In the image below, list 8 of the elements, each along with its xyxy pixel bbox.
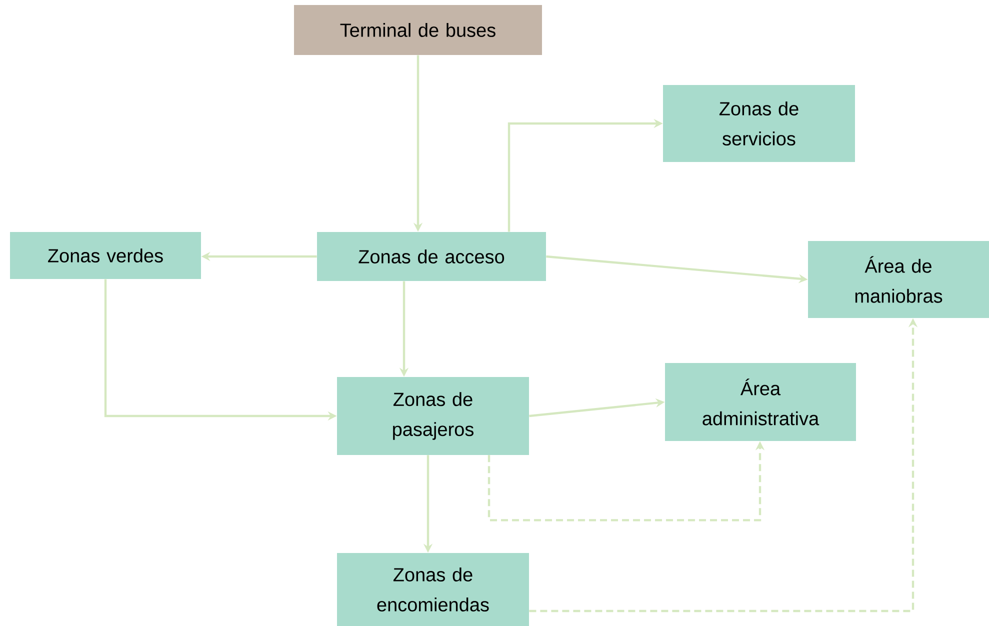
process-box: Zonas de encomiendas (337, 552, 529, 626)
process-box: Zonas verdes (10, 232, 201, 279)
process-box: Zonas de servicios (663, 85, 855, 162)
process-box: Zonas de acceso (317, 232, 546, 281)
process-box: Zonas de pasajeros (337, 376, 529, 455)
process-box: Área administrativa (665, 363, 856, 441)
process-box: Terminal de buses (294, 5, 542, 55)
process-box: Área de maniobras (808, 241, 989, 318)
